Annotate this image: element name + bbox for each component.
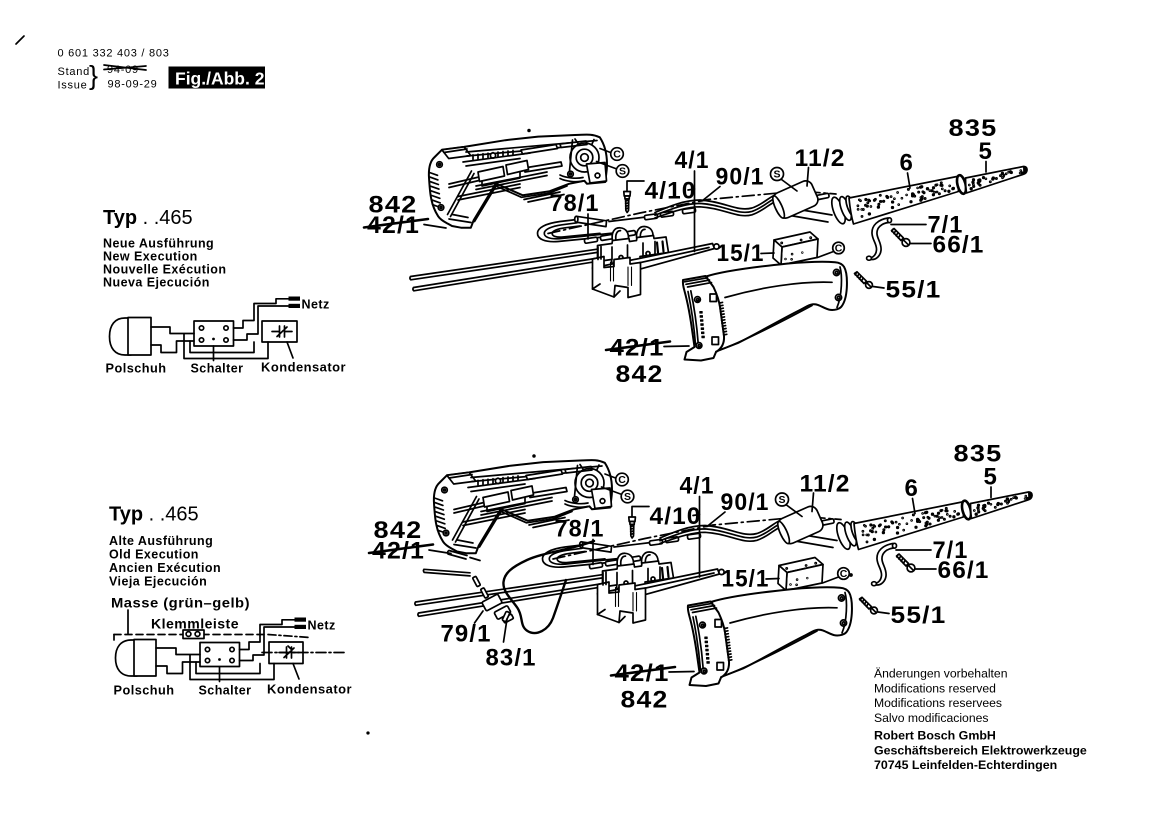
svg-text:New Execution: New Execution: [103, 250, 198, 264]
svg-text:Nouvelle Exécution: Nouvelle Exécution: [103, 263, 226, 277]
svg-text:Typ . .465: Typ . .465: [103, 207, 193, 229]
svg-text:Schalter: Schalter: [199, 684, 252, 698]
svg-text:Netz: Netz: [308, 619, 336, 633]
svg-text:Typ . .465: Typ . .465: [109, 504, 199, 526]
svg-text:Modifications reservees: Modifications reservees: [874, 696, 1002, 710]
svg-text:Old Execution: Old Execution: [109, 548, 199, 562]
svg-text:83/1: 83/1: [486, 645, 537, 672]
svg-text:Polschuh: Polschuh: [106, 362, 167, 376]
svg-text:Vieja Ejecución: Vieja Ejecución: [109, 575, 207, 589]
svg-text:Ancien Exécution: Ancien Exécution: [109, 561, 221, 575]
svg-text:Polschuh: Polschuh: [114, 684, 175, 698]
svg-text:98-09-29: 98-09-29: [108, 79, 158, 91]
svg-text:Stand: Stand: [58, 66, 91, 78]
svg-text:Nueva Ejecución: Nueva Ejecución: [103, 276, 210, 290]
svg-text:79/1: 79/1: [441, 621, 492, 648]
svg-text:Robert Bosch GmbH: Robert Bosch GmbH: [874, 729, 996, 743]
svg-text:Netz: Netz: [302, 298, 330, 312]
svg-text:Schalter: Schalter: [191, 362, 244, 376]
svg-text:Alte Ausführung: Alte Ausführung: [109, 534, 213, 548]
svg-text:70745 Leinfelden-Echterdingen: 70745 Leinfelden-Echterdingen: [874, 758, 1057, 772]
svg-text:0 601 332 403 / 803: 0 601 332 403 / 803: [58, 48, 170, 60]
svg-text:Masse (grün–gelb): Masse (grün–gelb): [111, 596, 250, 611]
svg-text:Kondensator: Kondensator: [267, 683, 352, 697]
svg-text:Issue: Issue: [58, 80, 88, 92]
svg-text:Modifications reserved: Modifications reserved: [874, 681, 996, 695]
svg-text:Fig./Abb. 2: Fig./Abb. 2: [175, 69, 265, 89]
svg-text:}: }: [89, 61, 98, 91]
svg-text:Salvo modificaciones: Salvo modificaciones: [874, 711, 988, 725]
svg-text:Neue Ausführung: Neue Ausführung: [103, 237, 214, 251]
svg-text:Änderungen vorbehalten: Änderungen vorbehalten: [874, 667, 1008, 681]
svg-text:Klemmleiste: Klemmleiste: [151, 617, 239, 632]
svg-text:Kondensator: Kondensator: [261, 361, 346, 375]
svg-text:Geschäftsbereich Elektrowerkze: Geschäftsbereich Elektrowerkzeuge: [874, 743, 1087, 757]
